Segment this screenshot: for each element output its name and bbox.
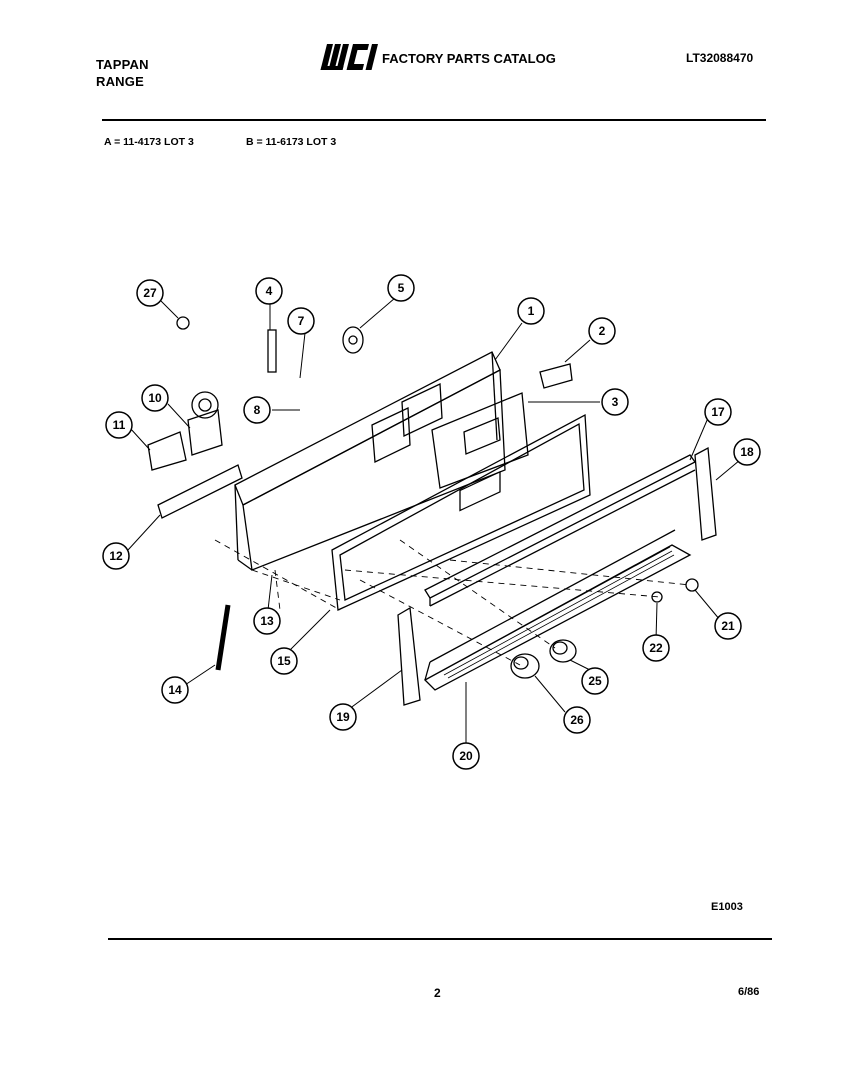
header-rule — [102, 119, 766, 121]
page-number: 2 — [434, 986, 441, 1000]
svg-text:21: 21 — [721, 619, 735, 633]
callout-2: 2 — [588, 317, 616, 345]
callout-15: 15 — [270, 647, 298, 675]
svg-text:11: 11 — [113, 418, 126, 432]
svg-text:4: 4 — [266, 284, 273, 298]
end-cap-right — [694, 446, 717, 541]
svg-text:1: 1 — [528, 304, 535, 318]
callout-7: 7 — [287, 307, 315, 335]
svg-text:22: 22 — [649, 641, 663, 655]
callout-8: 8 — [243, 396, 271, 424]
control-knob-housing — [147, 431, 187, 471]
callout-10: 10 — [141, 384, 169, 412]
model-number: LT32088470 — [686, 51, 754, 65]
callout-14: 14 — [161, 676, 189, 704]
figure-code: E1003 — [711, 901, 743, 913]
svg-text:26: 26 — [570, 713, 584, 727]
callout-17: 17 — [704, 398, 732, 426]
catalog-title: FACTORY PARTS CATALOG — [382, 51, 556, 66]
footer-rule — [108, 938, 772, 940]
end-cap-left — [397, 606, 421, 706]
catalog-date: 6/86 — [738, 986, 760, 998]
legend-b: B = 11-6173 LOT 3 — [246, 136, 337, 148]
svg-text:20: 20 — [459, 749, 473, 763]
svg-text:3: 3 — [612, 395, 619, 409]
callout-18: 18 — [733, 438, 761, 466]
svg-text:15: 15 — [277, 654, 291, 668]
svg-text:5: 5 — [398, 281, 405, 295]
bottom-trim — [423, 544, 692, 691]
callout-11: 11 — [105, 411, 133, 439]
callout-25: 25 — [581, 667, 609, 695]
svg-text:7: 7 — [298, 314, 305, 328]
svg-text:10: 10 — [148, 391, 162, 405]
callout-12: 12 — [102, 542, 130, 570]
svg-text:12: 12 — [109, 549, 123, 563]
callout-20: 20 — [452, 742, 480, 770]
legend-a: A = 11-4173 LOT 3 — [104, 136, 194, 148]
svg-text:27: 27 — [143, 286, 157, 300]
svg-text:14: 14 — [168, 683, 182, 697]
svg-text:18: 18 — [740, 445, 754, 459]
callout-21: 21 — [714, 612, 742, 640]
control-panel-glass — [331, 413, 591, 611]
knob-25 — [549, 639, 577, 663]
clock-overlay — [431, 392, 529, 489]
wci-logo — [320, 44, 379, 70]
brand-line-2: RANGE — [96, 74, 144, 89]
svg-text:25: 25 — [588, 674, 602, 688]
brand-block: TAPPAN RANGE — [96, 56, 149, 90]
element-rod — [215, 604, 231, 671]
callout-1: 1 — [517, 297, 545, 325]
trim-rail — [424, 454, 696, 599]
svg-text:19: 19 — [336, 710, 350, 724]
brand-line-1: TAPPAN — [96, 57, 149, 72]
svg-text:2: 2 — [599, 324, 606, 338]
knob-26 — [510, 653, 540, 679]
control-panel-body — [242, 368, 506, 571]
callout-5: 5 — [387, 274, 415, 302]
callout-13: 13 — [253, 607, 281, 635]
callout-26: 26 — [563, 706, 591, 734]
left-bracket — [157, 464, 243, 519]
svg-text:17: 17 — [711, 405, 725, 419]
callout-19: 19 — [329, 703, 357, 731]
svg-text:8: 8 — [254, 403, 261, 417]
callout-22: 22 — [642, 634, 670, 662]
callout-4: 4 — [255, 277, 283, 305]
svg-text:13: 13 — [260, 614, 274, 628]
callout-27: 27 — [136, 279, 164, 307]
callout-3: 3 — [601, 388, 629, 416]
